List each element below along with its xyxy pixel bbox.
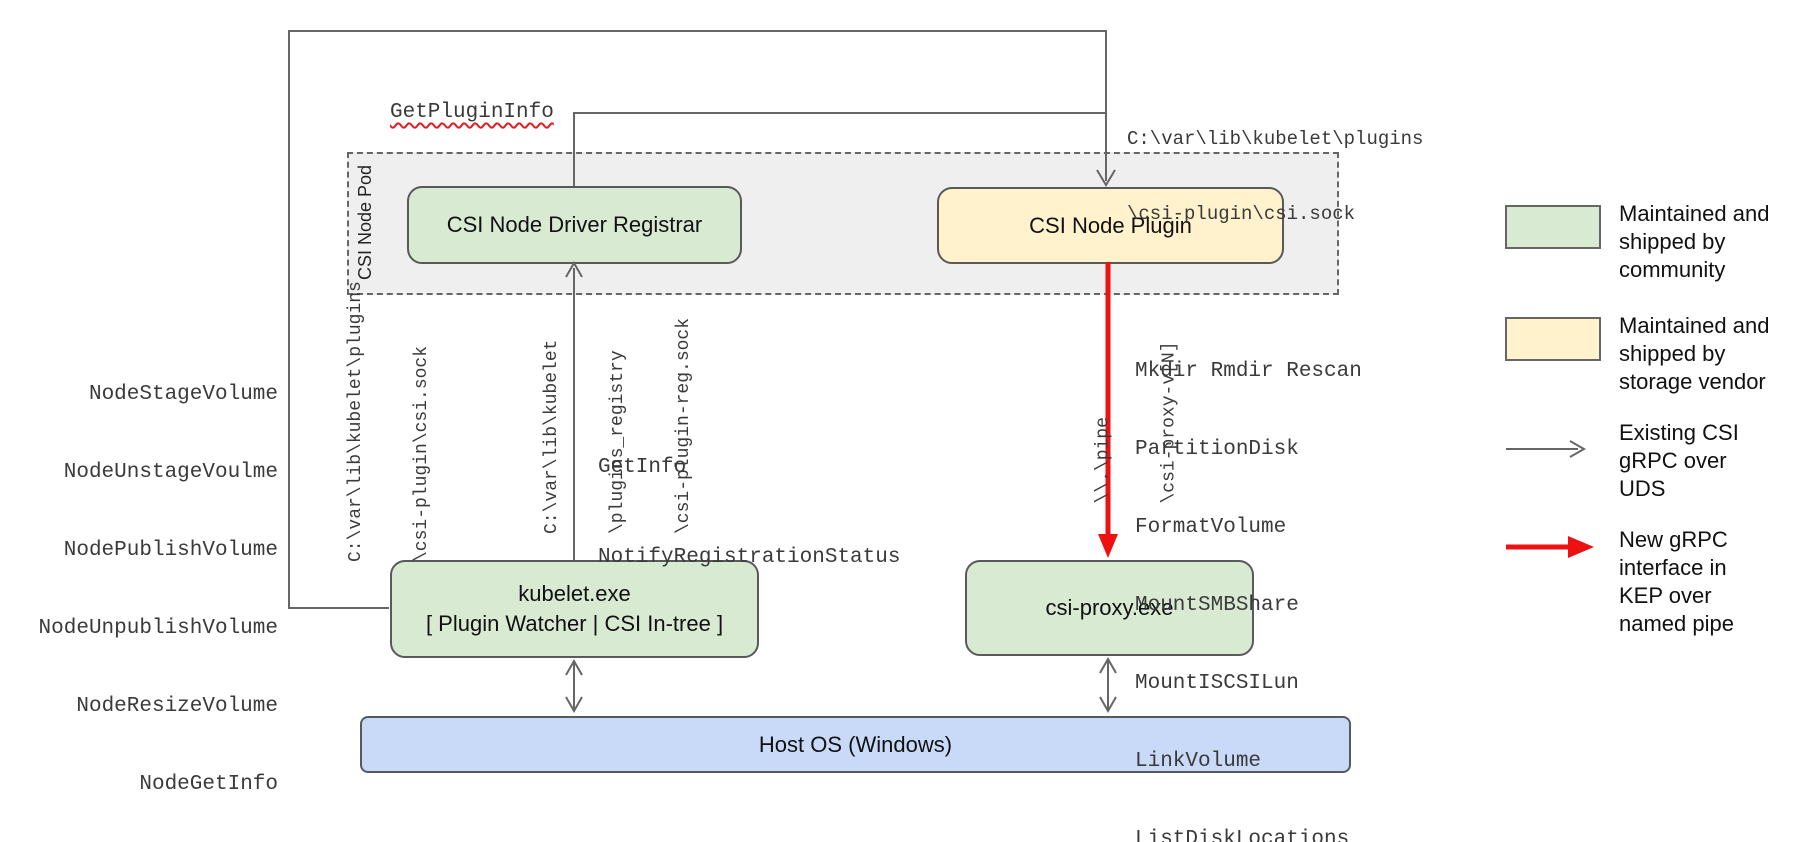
legend-line: shipped by	[1619, 341, 1726, 366]
legend-line: shipped by	[1619, 229, 1726, 254]
csi-sock-path-label-top: C:\var\lib\kubelet\plugins \csi-plugin\c…	[1127, 77, 1423, 277]
legend-line: storage vendor	[1619, 369, 1766, 394]
csi-sock-path-line: C:\var\lib\kubelet\plugins	[1127, 128, 1424, 150]
proxy-method: PartitionDisk	[1135, 438, 1299, 461]
node-method: NodeStageVolume	[88, 383, 278, 406]
legend-gray-arrowhead-icon	[1569, 440, 1587, 458]
legend-line: Maintained and	[1619, 201, 1770, 226]
legend-item-new-grpc-kep: New gRPC interface in KEP over named pip…	[1619, 526, 1734, 638]
proxy-method: Mkdir Rmdir Rescan	[1135, 360, 1362, 383]
csi-node-driver-registrar-label: CSI Node Driver Registrar	[446, 212, 703, 237]
registration-sock-line: \csi-plugin-reg.sock	[674, 317, 694, 534]
node-method: NodePublishVolume	[63, 539, 278, 562]
registration-call-line: NotifyRegistrationStatus	[598, 546, 901, 569]
node-method: NodeUnpublishVolume	[38, 617, 278, 640]
csi-sock-left-line: C:\var\lib\kubelet\plugins	[346, 281, 366, 562]
legend-item-community: Maintained and shipped by community	[1619, 200, 1769, 284]
proxy-method: MountSMBShare	[1135, 594, 1299, 617]
node-method: NodeResizeVolume	[76, 695, 278, 718]
kubelet-sublabel: [ Plugin Watcher | CSI In-tree ]	[425, 611, 724, 636]
legend-yellow-swatch	[1505, 317, 1601, 361]
csi-sock-path-label-left: C:\var\lib\kubelet\plugins \csi-plugin\c…	[301, 272, 432, 562]
node-method: NodeUnstageVoulme	[63, 461, 278, 484]
legend-item-existing-csi-grpc: Existing CSI gRPC over UDS	[1619, 419, 1739, 503]
proxy-method: ListDiskLocations	[1135, 828, 1350, 842]
registration-sock-path-label: C:\var\lib\kubelet \plugins_registry \cs…	[497, 314, 694, 534]
plugin-to-proxy-red-arrowhead-icon	[1098, 534, 1118, 558]
proxy-method: MountISCSILun	[1135, 672, 1299, 695]
proxy-method: LinkVolume	[1135, 750, 1262, 773]
legend-line: named pipe	[1619, 611, 1734, 636]
proxy-methods-list: Mkdir Rmdir Rescan PartitionDisk FormatV…	[1135, 307, 1362, 842]
legend-line: Maintained and	[1619, 313, 1770, 338]
kubelet-host-down-arrowhead-icon	[565, 696, 583, 714]
proxy-method: FormatVolume	[1135, 516, 1287, 539]
legend-item-storage-vendor: Maintained and shipped by storage vendor	[1619, 312, 1769, 396]
host-os-label: Host OS (Windows)	[758, 731, 953, 757]
registration-sock-line: \plugins_registry	[608, 350, 628, 534]
host-os-box: Host OS (Windows)	[360, 716, 1351, 773]
legend-red-arrowhead-icon	[1568, 536, 1594, 558]
csi-sock-path-line: \csi-plugin\csi.sock	[1127, 203, 1356, 225]
proxy-host-up-arrowhead-icon	[1099, 656, 1117, 674]
csi-node-pod-label: CSI Node Pod	[355, 164, 376, 281]
registration-sock-line: C:\var\lib\kubelet	[542, 339, 562, 534]
legend-line: New gRPC	[1619, 527, 1728, 552]
legend-line: KEP over	[1619, 583, 1712, 608]
getplugininfo-label: GetPluginInfo	[390, 101, 554, 124]
named-pipe-path-label: \\.\pipe \csi-proxy-v[N]	[1049, 339, 1180, 503]
named-pipe-line: \\.\pipe	[1093, 417, 1114, 504]
legend-line: UDS	[1619, 476, 1666, 501]
named-pipe-line: \csi-proxy-v[N]	[1159, 341, 1180, 504]
legend-line: gRPC over	[1619, 448, 1727, 473]
csi-sock-left-line: \csi-plugin\csi.sock	[412, 345, 432, 562]
legend-line: interface in	[1619, 555, 1727, 580]
node-methods-list: NodeStageVolume NodeUnstageVoulme NodePu…	[38, 330, 278, 842]
legend-line: Existing CSI	[1619, 420, 1739, 445]
legend-green-swatch	[1505, 205, 1601, 249]
node-method: NodeGetInfo	[139, 773, 278, 796]
csi-node-driver-registrar-box: CSI Node Driver Registrar	[407, 186, 742, 264]
proxy-host-down-arrowhead-icon	[1099, 696, 1117, 714]
kubelet-host-up-arrowhead-icon	[565, 658, 583, 676]
legend-line: community	[1619, 257, 1726, 282]
